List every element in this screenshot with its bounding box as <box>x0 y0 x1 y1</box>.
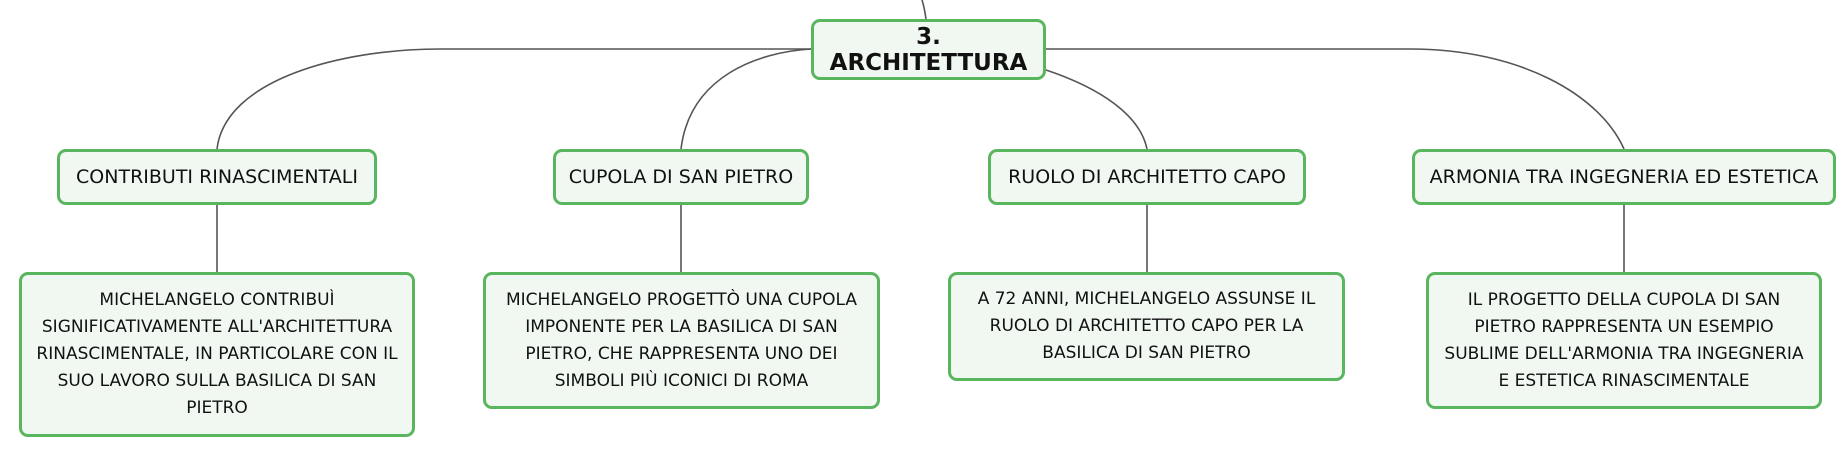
branch-node-label: CUPOLA DI SAN PIETRO <box>568 166 794 188</box>
root-node-label: 3. ARCHITETTURA <box>829 23 1028 76</box>
connector-root-b1 <box>216 48 811 150</box>
connector-root-b3 <box>1045 69 1148 150</box>
branch-node-label: RUOLO DI ARCHITETTO CAPO <box>1008 166 1286 188</box>
leaf-node-cupola[interactable]: MICHELANGELO PROGETTÒ UNA CUPOLA IMPONEN… <box>483 272 880 409</box>
leaf-node-text: MICHELANGELO PROGETTÒ UNA CUPOLA IMPONEN… <box>505 289 858 391</box>
branch-node-ruolo[interactable]: RUOLO DI ARCHITETTO CAPO <box>988 149 1306 205</box>
connector-root-b4 <box>1046 48 1625 150</box>
leaf-node-text: MICHELANGELO CONTRIBUÌ SIGNIFICATIVAMENT… <box>36 290 398 418</box>
branch-node-label: ARMONIA TRA INGEGNERIA ED ESTETICA <box>1429 166 1819 188</box>
branch-node-label: CONTRIBUTI RINASCIMENTALI <box>76 166 358 188</box>
leaf-node-ruolo[interactable]: A 72 ANNI, MICHELANGELO ASSUNSE IL RUOLO… <box>948 272 1345 381</box>
connector-root-b2 <box>680 48 812 150</box>
branch-node-contributi[interactable]: CONTRIBUTI RINASCIMENTALI <box>57 149 377 205</box>
root-node[interactable]: 3. ARCHITETTURA <box>811 19 1046 80</box>
branch-node-cupola[interactable]: CUPOLA DI SAN PIETRO <box>553 149 809 205</box>
leaf-node-text: A 72 ANNI, MICHELANGELO ASSUNSE IL RUOLO… <box>977 289 1316 363</box>
connector-parent <box>921 0 927 20</box>
leaf-node-text: IL PROGETTO DELLA CUPOLA DI SAN PIETRO R… <box>1444 289 1804 391</box>
branch-node-armonia[interactable]: ARMONIA TRA INGEGNERIA ED ESTETICA <box>1412 149 1836 205</box>
leaf-node-contributi[interactable]: MICHELANGELO CONTRIBUÌ SIGNIFICATIVAMENT… <box>19 272 415 437</box>
leaf-node-armonia[interactable]: IL PROGETTO DELLA CUPOLA DI SAN PIETRO R… <box>1426 272 1822 409</box>
